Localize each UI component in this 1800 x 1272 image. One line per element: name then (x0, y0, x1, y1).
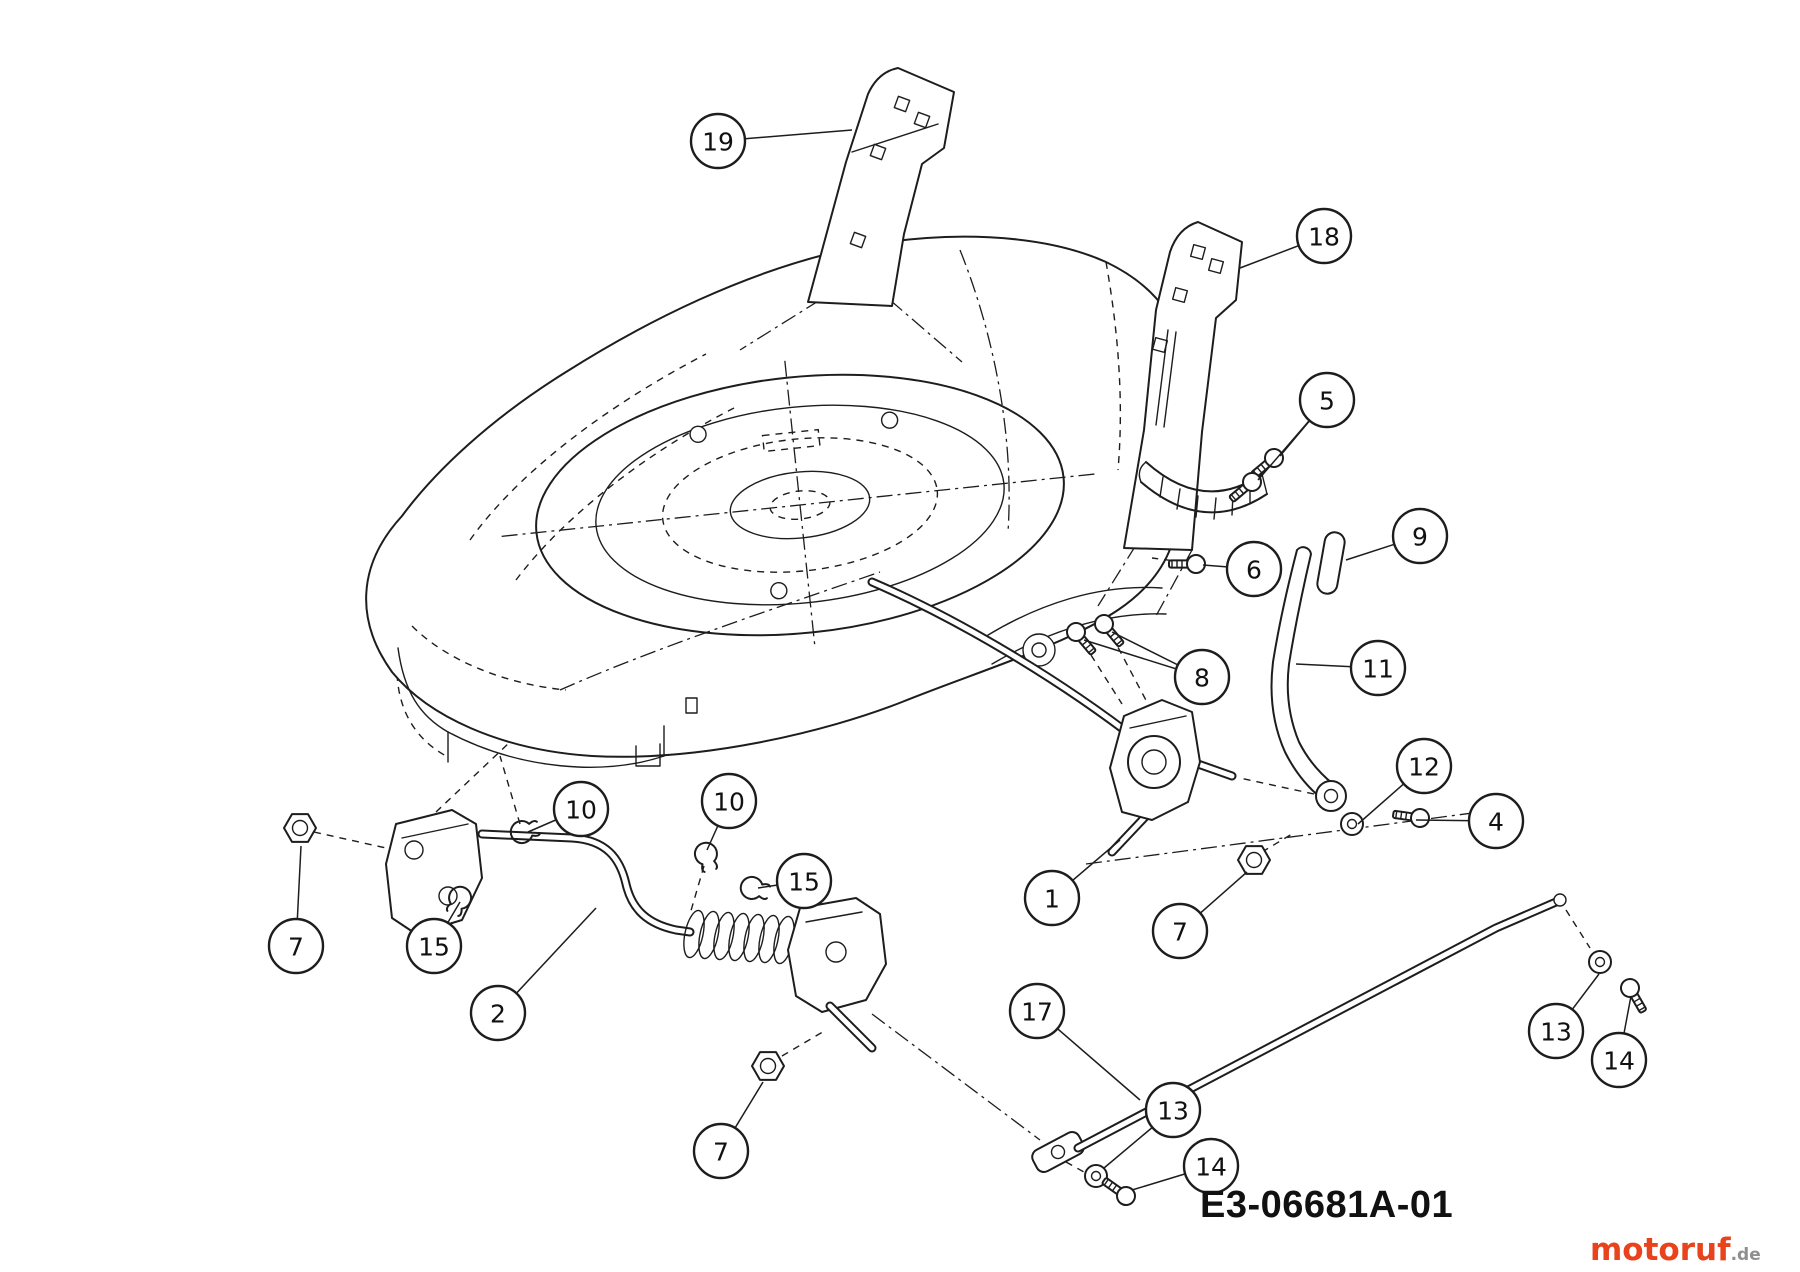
svg-text:12: 12 (1408, 753, 1440, 782)
pivot-bracket-1-drawing (867, 577, 1481, 865)
callout-9: 9 (1345, 507, 1449, 565)
washer-13-top-drawing (1588, 950, 1612, 974)
svg-text:17: 17 (1021, 998, 1053, 1027)
svg-text:15: 15 (788, 868, 820, 897)
callout-15: 15 (757, 852, 833, 910)
callout-4: 4 (1415, 792, 1525, 850)
svg-text:7: 7 (1172, 918, 1188, 947)
bolt-5-drawing (1224, 444, 1288, 508)
svg-text:10: 10 (565, 796, 597, 825)
pin-9-drawing (1316, 531, 1346, 595)
svg-text:19: 19 (702, 128, 734, 157)
callout-18: 18 (1239, 207, 1353, 269)
svg-text:11: 11 (1362, 655, 1394, 684)
bolt-14-top-drawing (1616, 974, 1653, 1017)
svg-text:13: 13 (1540, 1018, 1572, 1047)
callout-7: 7 (692, 1081, 764, 1180)
callout-8: 8 (1083, 631, 1231, 706)
callout-14: 14 (1590, 995, 1648, 1089)
callout-10: 10 (527, 780, 610, 838)
nut-7-left-drawing (283, 813, 387, 849)
mower-deck-drawing (365, 235, 1184, 768)
svg-text:7: 7 (713, 1138, 729, 1167)
callout-5: 5 (1257, 371, 1356, 481)
diagram-part-code: E3-06681A-01 (1200, 1184, 1454, 1226)
svg-text:9: 9 (1412, 523, 1428, 552)
watermark: motoruf .de (1590, 1232, 1761, 1268)
callout-7: 7 (1151, 871, 1248, 960)
svg-text:13: 13 (1157, 1097, 1189, 1126)
callout-19: 19 (689, 112, 853, 170)
svg-text:14: 14 (1195, 1153, 1227, 1182)
rod-17-drawing (1031, 893, 1591, 1173)
svg-text:6: 6 (1246, 556, 1262, 585)
height-lever-11-drawing (1270, 546, 1347, 812)
callout-10: 10 (700, 772, 758, 851)
bolt-4-drawing (1391, 804, 1432, 830)
spring-drawing (683, 909, 795, 965)
svg-text:18: 18 (1308, 223, 1340, 252)
bolt-6-drawing (1151, 554, 1206, 574)
callout-2: 2 (469, 907, 597, 1042)
svg-text:2: 2 (490, 1000, 506, 1029)
callout-13: 13 (1103, 1081, 1202, 1169)
svg-text:10: 10 (713, 788, 745, 817)
svg-text:1: 1 (1044, 885, 1060, 914)
callout-11: 11 (1295, 639, 1407, 697)
svg-text:8: 8 (1194, 664, 1210, 693)
bolts-8-drawing (1062, 610, 1149, 705)
clip-10-mid-drawing (689, 839, 723, 915)
callout-13: 13 (1527, 973, 1600, 1060)
washer-12-drawing (1340, 812, 1364, 836)
callout-15: 15 (405, 901, 463, 975)
svg-text:7: 7 (288, 933, 304, 962)
callout-1: 1 (1023, 839, 1121, 927)
axle-assembly-2-drawing (385, 741, 887, 1053)
svg-text:4: 4 (1488, 808, 1504, 837)
svg-text:15: 15 (418, 933, 450, 962)
callout-7: 7 (267, 845, 325, 975)
svg-text:14: 14 (1603, 1047, 1635, 1076)
nut-7-bottom-drawing (751, 1029, 827, 1081)
svg-text:5: 5 (1319, 387, 1335, 416)
callout-12: 12 (1357, 737, 1453, 825)
watermark-tld: .de (1730, 1245, 1761, 1265)
bolt-14-bottom-drawing (1097, 1172, 1140, 1210)
watermark-name: motoruf (1590, 1232, 1731, 1268)
handle-bracket-19-drawing (807, 67, 955, 307)
clip-15-mid-drawing (737, 873, 773, 905)
nut-7-right-drawing (1237, 833, 1293, 875)
callout-14: 14 (1131, 1137, 1240, 1195)
callout-6: 6 (1202, 540, 1283, 598)
callout-17: 17 (1008, 982, 1141, 1101)
